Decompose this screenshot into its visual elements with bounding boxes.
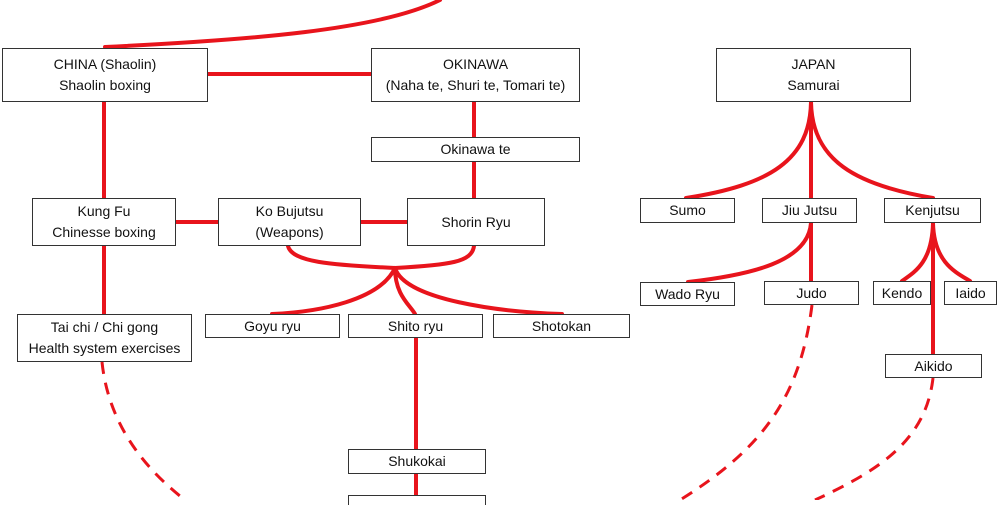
node-kung-fu: Kung Fu Chinesse boxing [32,198,176,246]
node-goyu-ryu-title: Goyu ryu [244,317,301,334]
connector-kenjutsu-iaido [931,221,972,283]
connector-japan-sumo [684,100,813,200]
node-shorin-ryu-title: Shorin Ryu [441,213,511,230]
node-judo: Judo [764,281,859,305]
node-japan: JAPAN Samurai [716,48,911,102]
node-aikido: Aikido [885,354,982,378]
node-shotokan: Shotokan [493,314,630,338]
node-china-title: CHINA (Shaolin) [53,56,157,72]
node-tai-chi: Tai chi / Chi gong Health system exercis… [17,314,192,362]
node-shukokai-title: Shukokai [388,453,446,469]
dashed-connector-aikido [814,377,935,500]
node-shito-ryu: Shito ryu [348,314,483,338]
node-japan-subtitle: Samurai [787,77,840,93]
node-china: CHINA (Shaolin) Shaolin boxing [2,48,208,102]
connector-japan-kenjutsu [809,100,935,200]
dashed-connector-judo [679,304,814,500]
connector-top-arc [103,0,442,49]
node-okinawa-subtitle: (Naha te, Shuri te, Tomari te) [385,77,566,93]
node-goyu-ryu: Goyu ryu [205,314,340,338]
node-jiu-jutsu-title: Jiu Jutsu [781,202,838,218]
node-wado-ryu-title: Wado Ryu [655,285,720,302]
node-okinawa: OKINAWA (Naha te, Shuri te, Tomari te) [371,48,580,102]
node-kenjutsu: Kenjutsu [884,198,981,223]
node-kendo: Kendo [873,281,931,305]
node-shotokan-title: Shotokan [531,317,592,334]
node-okinawa-te: Okinawa te [371,137,580,162]
node-tai-chi-subtitle: Health system exercises [28,340,181,356]
connector-jiujutsu-wadoryu [686,221,813,284]
node-judo-title: Judo [796,284,827,301]
node-iaido: Iaido [944,281,997,305]
node-sumo: Sumo [640,198,735,223]
dashed-connector-taichi [100,361,186,500]
node-aikido-title: Aikido [914,357,953,374]
node-iaido-title: Iaido [955,284,986,301]
connector-hub-goyu [270,266,397,316]
node-kung-fu-title: Kung Fu [77,203,131,219]
node-okinawa-te-title: Okinawa te [440,141,511,157]
node-shukokai: Shukokai [348,449,486,474]
node-ko-bujutsu-subtitle: (Weapons) [255,224,324,240]
node-jiu-jutsu: Jiu Jutsu [762,198,857,223]
connector-kenjutsu-kendo [900,221,935,283]
node-kung-fu-subtitle: Chinesse boxing [52,224,156,240]
node-okinawa-title: OKINAWA [442,56,509,72]
node-kenjutsu-title: Kenjutsu [905,202,960,218]
node-china-subtitle: Shaolin boxing [59,77,151,93]
node-partial-bottom [348,495,486,505]
node-shito-ryu-title: Shito ryu [387,317,444,334]
node-ko-bujutsu-title: Ko Bujutsu [255,203,324,219]
connector-shorin-hub [393,244,476,270]
node-kendo-title: Kendo [881,284,923,301]
connector-hub-shito [393,266,417,316]
node-ko-bujutsu: Ko Bujutsu (Weapons) [218,198,361,246]
node-tai-chi-title: Tai chi / Chi gong [50,319,159,335]
connector-kobujutsu-hub [286,244,397,270]
node-wado-ryu: Wado Ryu [640,282,735,306]
connector-hub-shotokan [393,266,564,316]
node-sumo-title: Sumo [669,202,706,218]
node-japan-title: JAPAN [791,56,836,72]
node-shorin-ryu: Shorin Ryu [407,198,545,246]
